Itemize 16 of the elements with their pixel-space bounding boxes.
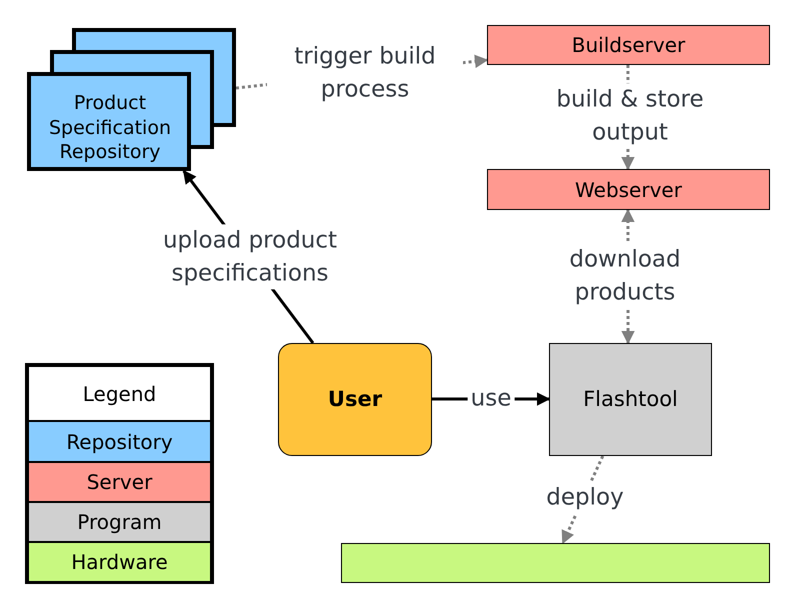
legend-title: Legend: [82, 380, 158, 408]
repository-stack: [27, 28, 236, 171]
hardware-box: [341, 543, 770, 583]
node-text: User: [328, 386, 382, 413]
server-box: [487, 25, 770, 65]
node-text: Product Specification Repository: [48, 90, 172, 165]
node-text: Webserver: [575, 176, 682, 202]
program-box: [549, 343, 712, 456]
legend-swatch: Repository: [29, 420, 210, 461]
legend-swatch: Server: [29, 461, 210, 501]
node-text: Buildserver: [572, 32, 686, 58]
actor-box: [278, 343, 432, 456]
server-box: [487, 169, 770, 210]
node-text: Flashtool: [583, 386, 678, 413]
legend-swatch: Hardware: [29, 541, 210, 581]
legend-swatch: Program: [29, 501, 210, 541]
